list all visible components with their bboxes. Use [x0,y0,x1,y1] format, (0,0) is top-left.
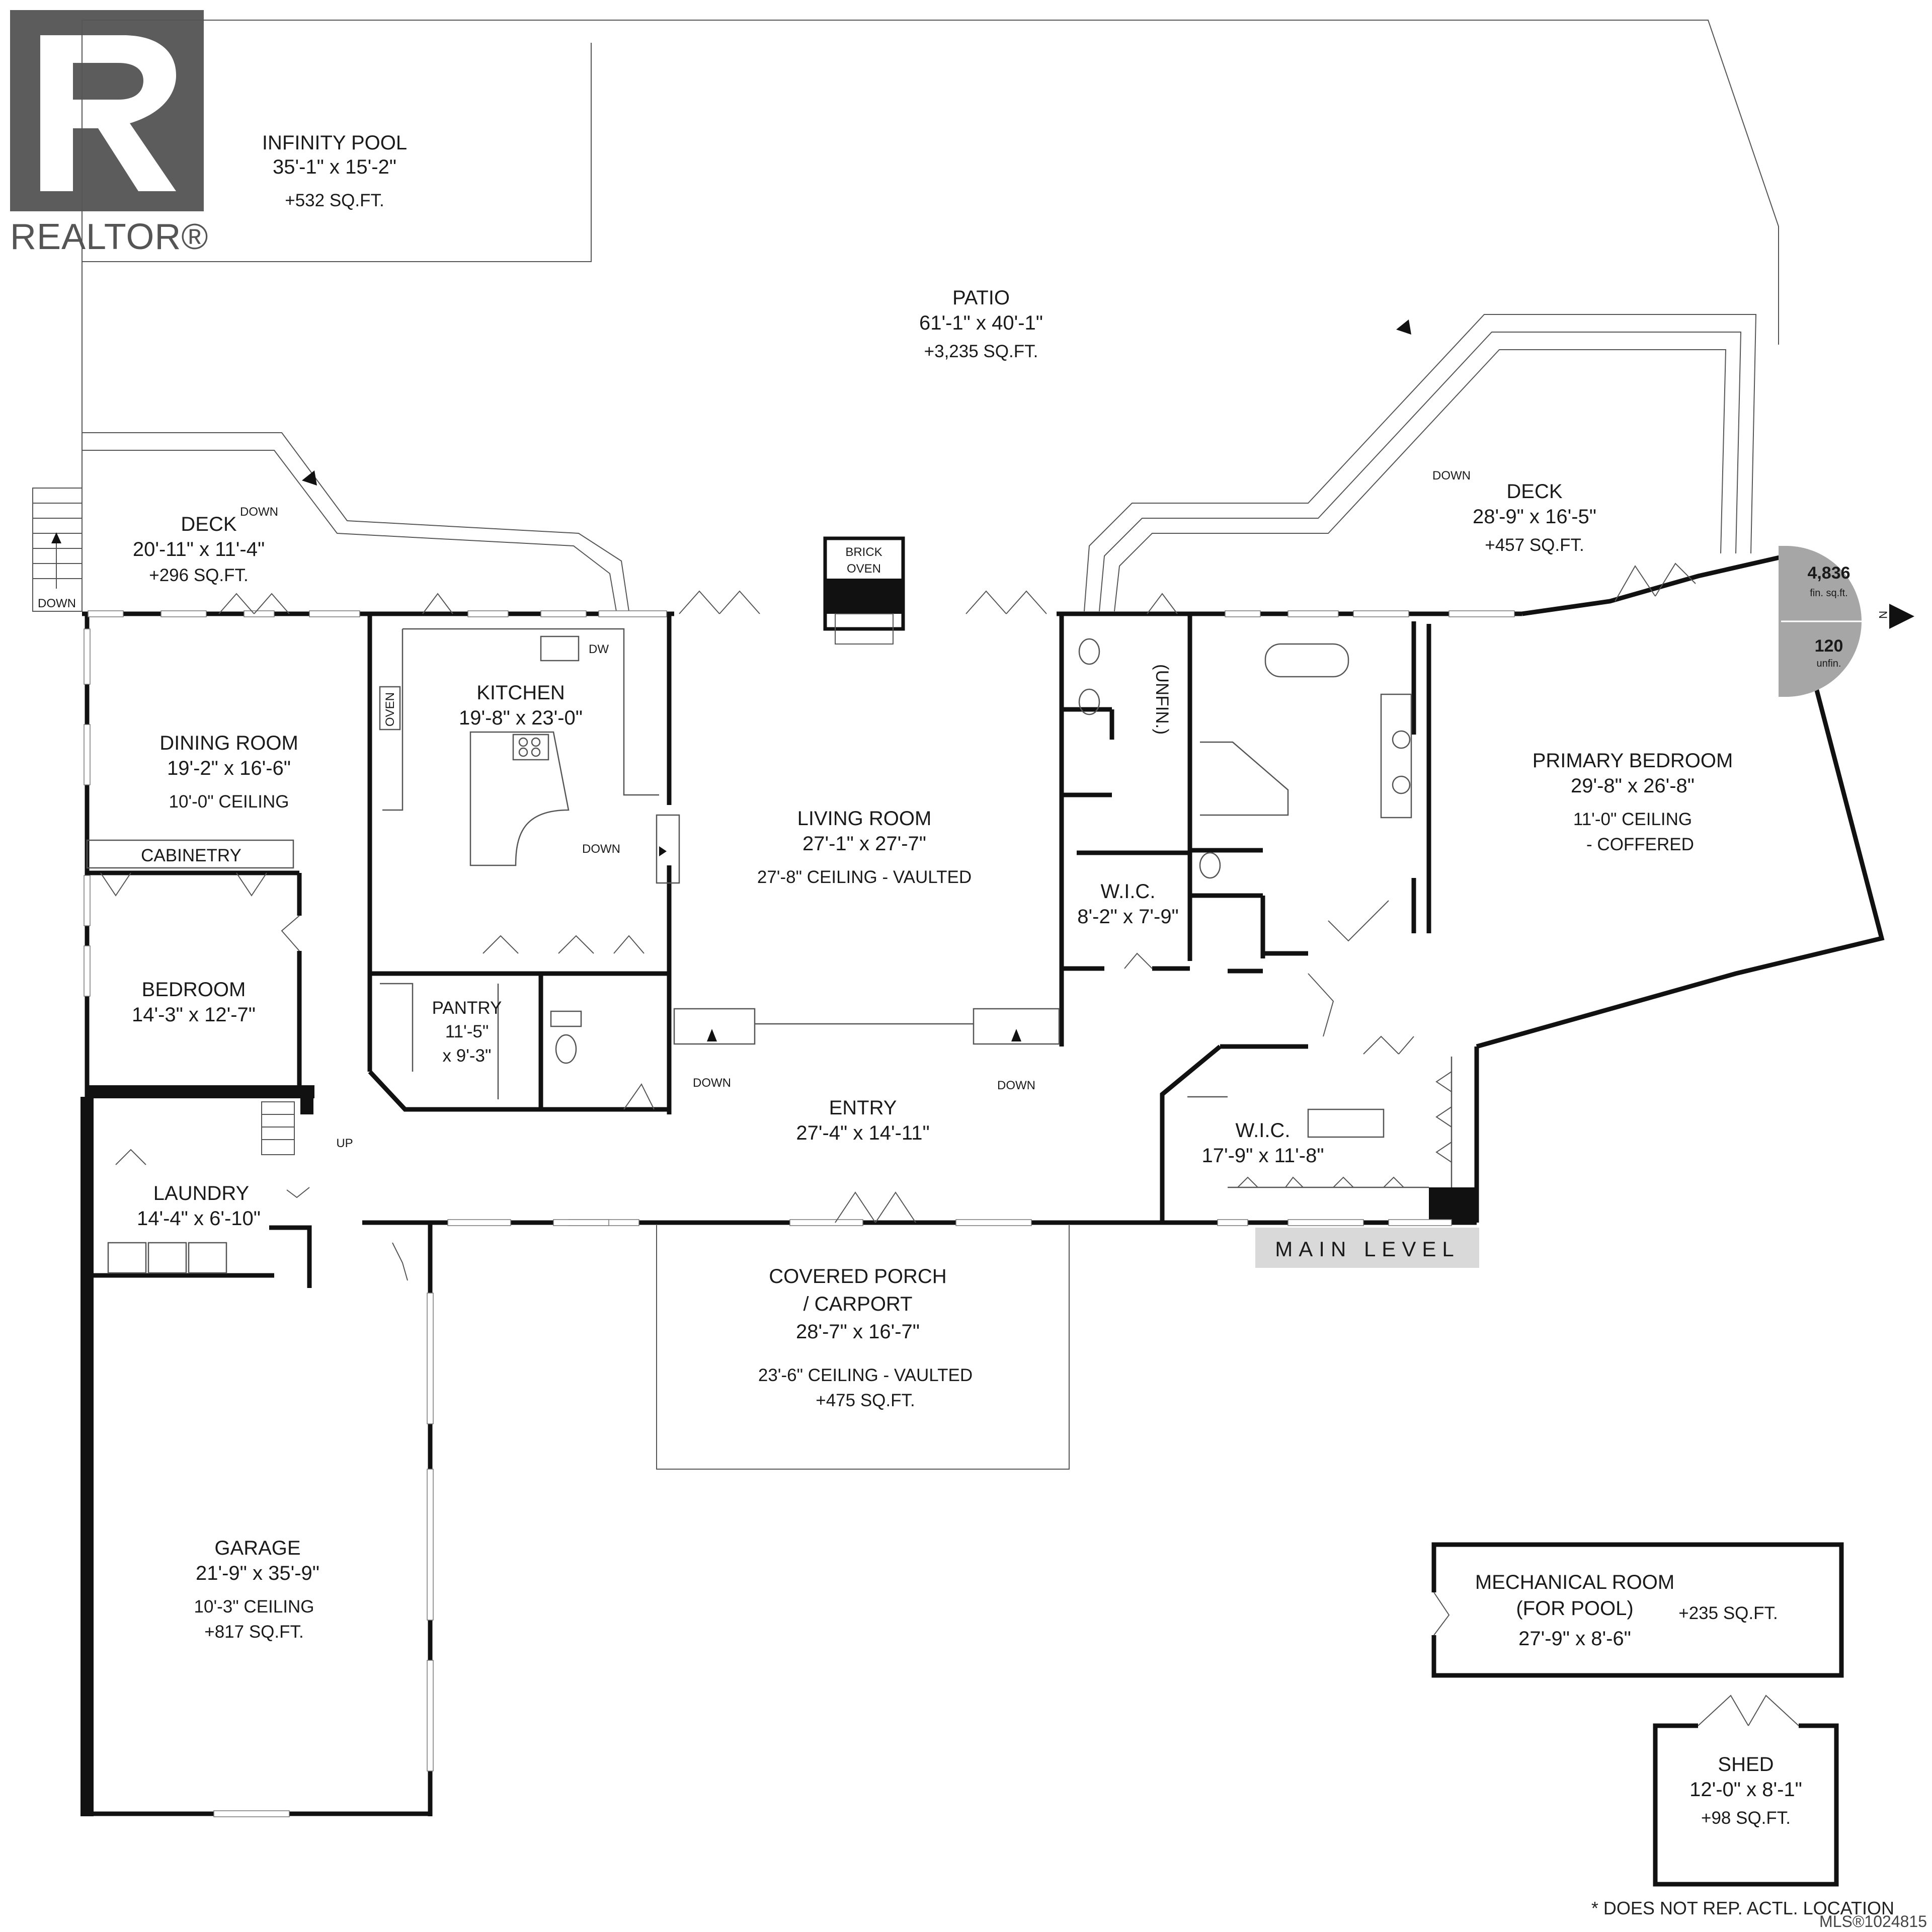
wic-large-dims: 17'-9" x 11'-8" [1201,1145,1324,1167]
mechanical-room-name1: MECHANICAL ROOM [1475,1571,1674,1593]
garage-ceiling: 10'-3" CEILING [194,1597,314,1617]
dining-room-name: DINING ROOM [159,732,298,754]
doors [100,562,1696,1281]
primary-bedroom-ceiling1: 11'-0" CEILING [1573,810,1692,829]
pantry-dims2: x 9'-3" [443,1046,492,1066]
infinity-pool-name: INFINITY POOL [262,132,407,154]
stair-labels: DOWN DOWN DOWN DOWN DOWN DOWN UP [38,469,1471,1150]
deck-right-dims: 28'-9" x 16'-5" [1473,506,1596,528]
primary-bedroom-name: PRIMARY BEDROOM [1533,750,1733,772]
entry-name: ENTRY [829,1097,897,1119]
brick-oven-line1: BRICK [845,545,882,559]
shed-dims: 12'-0" x 8'-1" [1689,1779,1802,1801]
infinity-pool-dims: 35'-1" x 15'-2" [273,156,396,178]
oven-label: OVEN [383,692,397,727]
covered-porch-name1: COVERED PORCH [769,1265,946,1287]
shed: SHED 12'-0" x 8'-1" +98 SQ.FT. [1653,1695,1839,1887]
primary-bedroom-ceiling2: - COFFERED [1586,835,1694,854]
deck-left-name: DECK [181,513,236,535]
finished-sqft-unit: fin. sq.ft. [1810,588,1848,599]
down-label-entry-left: DOWN [693,1076,731,1090]
deck-left-dims: 20'-11" x 11'-4" [133,538,265,560]
pantry-dims1: 11'-5" [445,1022,489,1041]
deck-right-name: DECK [1506,480,1562,503]
dining-room-ceiling: 10'-0" CEILING [169,792,289,812]
bedroom-name: BEDROOM [142,979,246,1001]
realtor-logo: REALTOR® [10,10,208,257]
down-label-deck-right: DOWN [1432,469,1471,482]
finished-sqft-value: 4,836 [1807,564,1850,583]
laundry-dims: 14'-4" x 6'-10" [137,1208,261,1230]
windows [84,610,1515,1817]
unfinished-label: (UNFIN.) [1152,664,1172,735]
living-room-name: LIVING ROOM [797,808,932,830]
mechanical-room-name2: (FOR POOL) [1516,1597,1633,1620]
unfinished-sqft-unit: unfin. [1817,658,1841,669]
pantry-name: PANTRY [432,998,502,1018]
garage-dims: 21'-9" x 35'-9" [196,1562,319,1584]
fixtures [86,536,1412,1274]
patio-name: PATIO [952,287,1010,309]
north-label: N [1877,611,1889,619]
wic-small-name: W.I.C. [1101,880,1156,903]
garage-area: +817 SQ.FT. [204,1622,303,1642]
brick-oven-line2: OVEN [847,562,881,576]
mechanical-room-dims: 27'-9" x 8'-6" [1518,1628,1631,1650]
dining-room-dims: 19'-2" x 16'-6" [167,757,291,779]
down-label-kitchen: DOWN [582,842,620,856]
location-footnote: * DOES NOT REP. ACTL. LOCATION [1591,1898,1894,1918]
covered-porch-name2: / CARPORT [803,1293,912,1315]
down-label-deck-left: DOWN [240,505,278,519]
area-badge: 4,836 fin. sq.ft. 120 unfin. N [1779,546,1914,697]
shed-name: SHED [1718,1753,1774,1776]
patio-dims: 61'-1" x 40'-1" [919,312,1043,334]
living-room-dims: 27'-1" x 27'-7" [802,833,926,855]
up-label-laundry: UP [336,1137,353,1150]
laundry-name: LAUNDRY [153,1182,249,1204]
north-arrow-icon [1889,604,1914,629]
mls-number: MLS®1024815 [1819,1912,1927,1930]
primary-bedroom-dims: 29'-8" x 26'-8" [1571,775,1695,797]
patio-area: +3,235 SQ.FT. [924,342,1038,361]
entry-dims: 27'-4" x 14'-11" [796,1122,929,1144]
dishwasher-label: DW [589,642,609,656]
shed-area: +98 SQ.FT. [1701,1808,1791,1828]
main-level-tag: MAIN LEVEL [1255,1228,1479,1268]
deck-right-area: +457 SQ.FT. [1485,535,1584,555]
covered-porch-ceiling: 23'-6" CEILING - VAULTED [758,1365,973,1385]
down-label-far-left: DOWN [38,597,76,610]
cabinetry-label: CABINETRY [141,846,242,865]
unfinished-sqft-value: 120 [1815,636,1843,656]
main-level-label: MAIN LEVEL [1275,1237,1460,1261]
down-label-entry-right: DOWN [997,1079,1035,1092]
room-labels: INFINITY POOL 35'-1" x 15'-2" +532 SQ.FT… [132,132,1733,1642]
mechanical-room: MECHANICAL ROOM (FOR POOL) 27'-9" x 8'-6… [1431,1542,1844,1678]
covered-porch-dims: 28'-7" x 16'-7" [796,1321,920,1343]
garage-name: GARAGE [214,1537,300,1559]
realtor-wordmark: REALTOR® [10,217,208,257]
infinity-pool-area: +532 SQ.FT. [285,191,384,210]
wic-large-name: W.I.C. [1236,1119,1291,1142]
kitchen-dims: 19'-8" x 23'-0" [459,707,583,729]
bedroom-dims: 14'-3" x 12'-7" [132,1004,256,1026]
mechanical-room-area: +235 SQ.FT. [1678,1603,1778,1623]
kitchen-name: KITCHEN [476,682,565,704]
living-room-ceiling: 27'-8" CEILING - VAULTED [757,867,972,887]
deck-left-area: +296 SQ.FT. [149,566,248,585]
wic-small-dims: 8'-2" x 7'-9" [1077,906,1179,928]
outdoor-outlines [32,20,1779,1470]
covered-porch-area: +475 SQ.FT. [816,1391,915,1410]
